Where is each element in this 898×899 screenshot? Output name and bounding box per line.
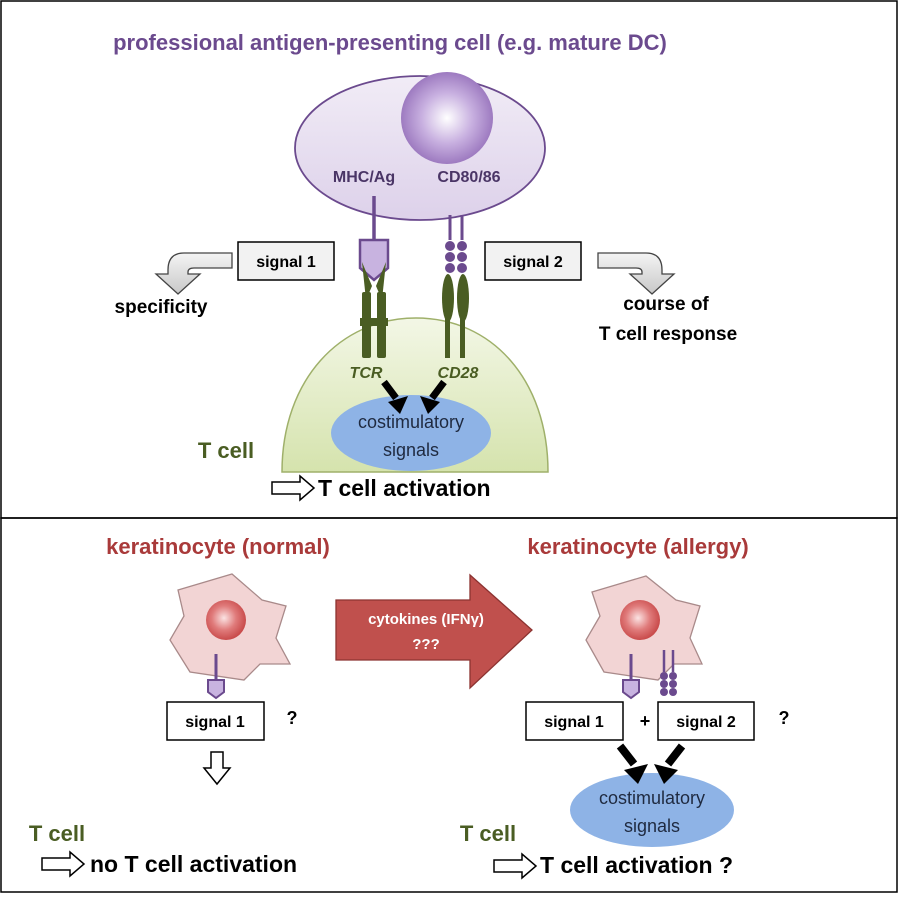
no-activation-arrow [41,850,86,878]
signal1-box-top [237,241,335,281]
signal1-label-top: signal 1 [256,254,316,271]
cytokines-arrow [335,573,533,690]
signal1-box-normal [166,701,265,741]
keratinocyte-normal-nucleus [206,600,246,640]
activation-arrow-allergy [493,852,538,880]
cd28-label: CD28 [438,365,479,382]
apc-title: professional antigen-presenting cell (e.… [113,30,667,55]
activation-arrow-top [271,474,316,502]
question-allergy: ? [779,708,790,728]
no-activation-label: no T cell activation [90,851,297,877]
specificity-label: specificity [115,297,208,318]
mhc-receptor-normal [207,654,225,700]
course-label-1: course of [623,294,709,315]
signal1-box-allergy [525,701,624,741]
costim-blob-bottom [570,773,734,847]
costim-arrows-bottom [616,743,686,784]
keratinocyte-allergy-nucleus [620,600,660,640]
t-cell-label-allergy: T cell [460,821,516,846]
keratinocyte-normal-title: keratinocyte (normal) [106,534,330,559]
cd80-receptor [445,215,467,273]
tcr-label: TCR [350,365,383,382]
cytokines-label-2: ??? [412,636,440,653]
signal1-label-allergy: signal 1 [544,714,604,731]
tcr-receptor [360,262,388,358]
cd80-receptor-allergy [660,650,677,696]
signal2-box-allergy [657,701,755,741]
t-cell-label-top: T cell [198,438,254,463]
t-cell-label-normal: T cell [29,821,85,846]
signal2-label-top: signal 2 [503,254,563,271]
course-label-2: T cell response [599,324,737,345]
signal2-curved-arrow [597,252,676,295]
cd28-receptor [442,274,469,358]
question-normal: ? [287,708,298,728]
mhc-label: MHC/Ag [333,169,395,186]
costim-label-bottom-1: costimulatory [599,788,705,808]
apc-nucleus [401,72,493,164]
signal2-box-top [484,241,582,281]
activation-label-allergy: T cell activation ? [540,852,733,878]
activation-label-top: T cell activation [318,475,491,501]
costim-label-top-2: signals [383,440,439,460]
bottom-panel-border [0,517,898,893]
cytokines-label-1: cytokines (IFNγ) [368,611,484,628]
costim-label-bottom-2: signals [624,816,680,836]
signal1-curved-arrow [154,252,233,295]
costim-label-top-1: costimulatory [358,412,464,432]
down-arrow-normal [202,751,232,786]
mhc-receptor-allergy [622,654,640,700]
signal2-label-allergy: signal 2 [676,714,736,731]
costim-blob-top [331,395,491,471]
plus-sign: + [640,711,651,731]
keratinocyte-allergy-title: keratinocyte (allergy) [527,534,748,559]
signal1-label-normal: signal 1 [185,714,245,731]
cd80-label: CD80/86 [437,169,500,186]
costim-arrows-top [381,379,447,414]
